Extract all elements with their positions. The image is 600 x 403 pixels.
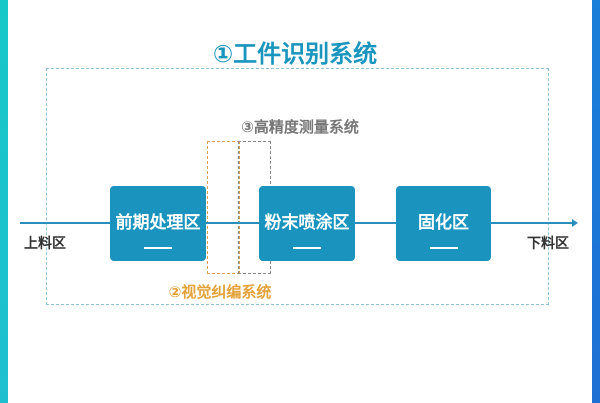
left-accent-bar — [0, 0, 8, 403]
stage-curing: 固化区 — [396, 186, 491, 261]
measurement-system-label: ③高精度测量系统 — [241, 118, 359, 136]
vision-system-boundary — [207, 141, 240, 274]
right-accent-bar — [592, 0, 600, 403]
stage-label: 前期处理区 — [115, 213, 201, 233]
stage-label: 粉末喷涂区 — [264, 213, 350, 233]
stage-dash — [144, 247, 172, 249]
unloading-zone-label: 下料区 — [527, 236, 569, 252]
loading-zone-label: 上料区 — [24, 236, 66, 252]
stage-pretreatment: 前期处理区 — [110, 186, 206, 261]
stage-dash — [429, 247, 458, 249]
vision-system-label: ②视觉纠编系统 — [168, 283, 272, 301]
stage-label: 固化区 — [418, 213, 469, 233]
arrow-head-icon — [572, 219, 578, 227]
stage-powder-coating: 粉末喷涂区 — [259, 186, 355, 261]
diagram-title: ①工件识别系统 — [212, 40, 378, 68]
stage-dash — [293, 247, 321, 249]
identification-system-boundary — [46, 68, 549, 305]
